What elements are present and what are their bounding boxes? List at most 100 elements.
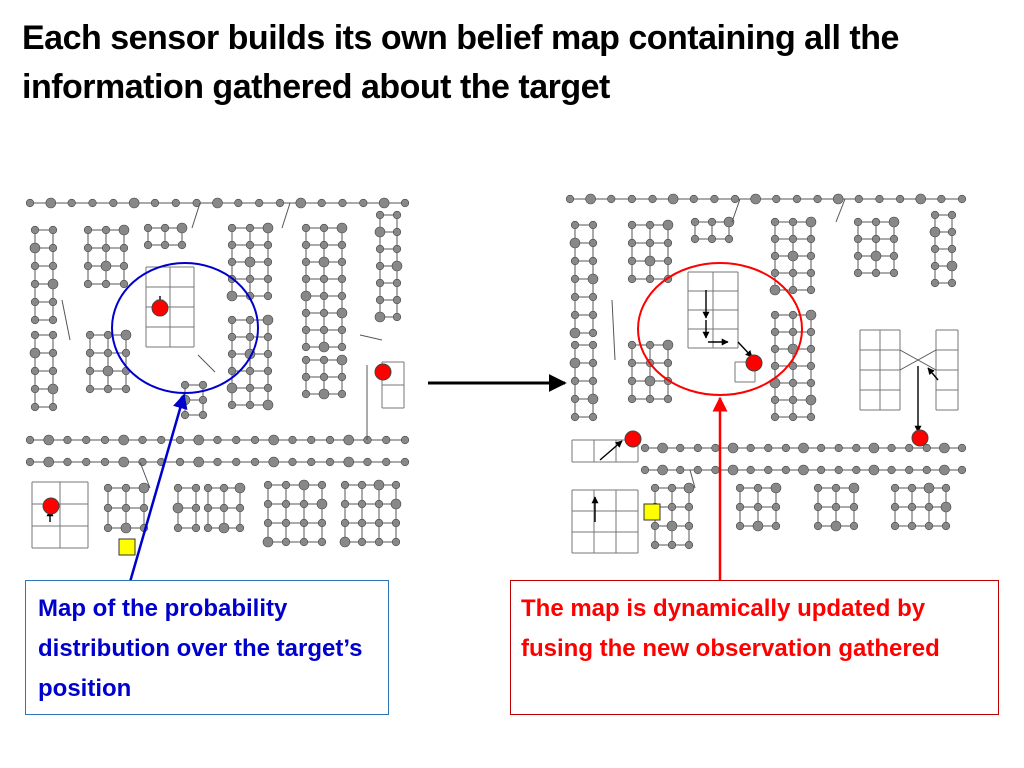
road-node bbox=[750, 193, 761, 205]
road-node bbox=[684, 521, 694, 531]
road-node bbox=[301, 342, 311, 352]
road-node bbox=[281, 480, 291, 490]
road-node bbox=[338, 198, 347, 208]
road-node bbox=[947, 244, 957, 254]
road-node bbox=[48, 261, 58, 271]
target-belief-marker bbox=[911, 429, 929, 447]
road-node bbox=[849, 521, 859, 531]
road-node bbox=[569, 237, 581, 249]
road-node bbox=[788, 395, 798, 405]
road-node bbox=[400, 198, 410, 208]
road-node bbox=[319, 325, 329, 335]
road-node bbox=[48, 366, 58, 376]
road-node bbox=[788, 310, 798, 320]
road-node bbox=[887, 465, 896, 475]
road-node bbox=[930, 210, 940, 220]
road-node bbox=[676, 465, 685, 475]
road-node bbox=[391, 537, 401, 547]
road-node bbox=[218, 522, 230, 534]
road-node bbox=[160, 240, 170, 250]
road-node bbox=[245, 383, 255, 393]
road-node bbox=[319, 223, 329, 233]
road-node bbox=[301, 389, 311, 399]
road-node bbox=[317, 518, 327, 528]
road-node bbox=[171, 198, 180, 208]
road-node bbox=[119, 243, 129, 253]
road-node bbox=[588, 358, 598, 368]
road-node bbox=[337, 372, 347, 382]
road-node bbox=[343, 456, 355, 468]
road-node bbox=[227, 223, 237, 233]
road-node bbox=[666, 520, 678, 532]
road-node bbox=[400, 435, 410, 445]
road-node bbox=[896, 194, 905, 204]
road-node bbox=[30, 384, 40, 394]
road-node bbox=[234, 482, 246, 494]
road-node bbox=[640, 465, 650, 475]
road-node bbox=[849, 502, 859, 512]
road-node bbox=[101, 279, 111, 289]
road-node bbox=[48, 243, 58, 253]
road-node bbox=[735, 483, 745, 493]
road-node bbox=[650, 540, 660, 550]
road-node bbox=[244, 256, 256, 268]
road-node bbox=[232, 435, 241, 445]
callout-pointer-blue bbox=[128, 393, 188, 583]
road-node bbox=[339, 536, 351, 548]
road-node bbox=[263, 274, 273, 284]
road-node bbox=[191, 483, 201, 493]
road-node bbox=[177, 240, 187, 250]
road-node bbox=[607, 194, 616, 204]
road-node bbox=[905, 443, 914, 453]
road-node bbox=[219, 483, 229, 493]
road-node bbox=[753, 502, 763, 512]
road-node bbox=[103, 384, 113, 394]
road-node bbox=[770, 327, 780, 337]
road-node bbox=[831, 502, 841, 512]
road-node bbox=[391, 518, 401, 528]
road-node bbox=[375, 210, 385, 220]
road-node bbox=[118, 456, 130, 468]
target-belief-marker bbox=[374, 363, 392, 381]
road-node bbox=[570, 292, 580, 302]
road-node bbox=[889, 268, 899, 278]
road-node bbox=[180, 380, 190, 390]
road-node bbox=[627, 394, 637, 404]
road-node bbox=[173, 523, 183, 533]
road-node bbox=[663, 394, 673, 404]
road-node bbox=[770, 344, 780, 354]
road-node bbox=[770, 217, 780, 227]
road-node bbox=[640, 443, 650, 453]
road-node bbox=[946, 260, 958, 272]
road-node bbox=[764, 443, 773, 453]
road-node bbox=[227, 332, 237, 342]
road-node bbox=[227, 349, 237, 359]
road-edge bbox=[61, 299, 71, 341]
road-node bbox=[830, 520, 842, 532]
road-node bbox=[301, 274, 311, 284]
road-node bbox=[295, 197, 307, 209]
target-belief-marker bbox=[42, 497, 60, 515]
trajectory-arrow bbox=[599, 440, 623, 461]
road-node bbox=[392, 244, 402, 254]
road-node bbox=[268, 456, 280, 468]
road-node bbox=[770, 361, 780, 371]
road-node bbox=[172, 502, 184, 514]
road-node bbox=[788, 412, 798, 422]
road-node bbox=[337, 342, 347, 352]
road-node bbox=[391, 480, 401, 490]
road-node bbox=[203, 503, 213, 513]
road-node bbox=[727, 442, 739, 454]
road-node bbox=[121, 503, 131, 513]
road-node bbox=[752, 520, 764, 532]
road-node bbox=[588, 376, 598, 386]
road-node bbox=[30, 297, 40, 307]
road-node bbox=[157, 435, 166, 445]
road-node bbox=[941, 521, 951, 531]
road-node bbox=[667, 483, 677, 493]
road-edge bbox=[281, 202, 291, 229]
road-node bbox=[337, 257, 347, 267]
road-node bbox=[143, 240, 153, 250]
road-node bbox=[235, 503, 245, 513]
